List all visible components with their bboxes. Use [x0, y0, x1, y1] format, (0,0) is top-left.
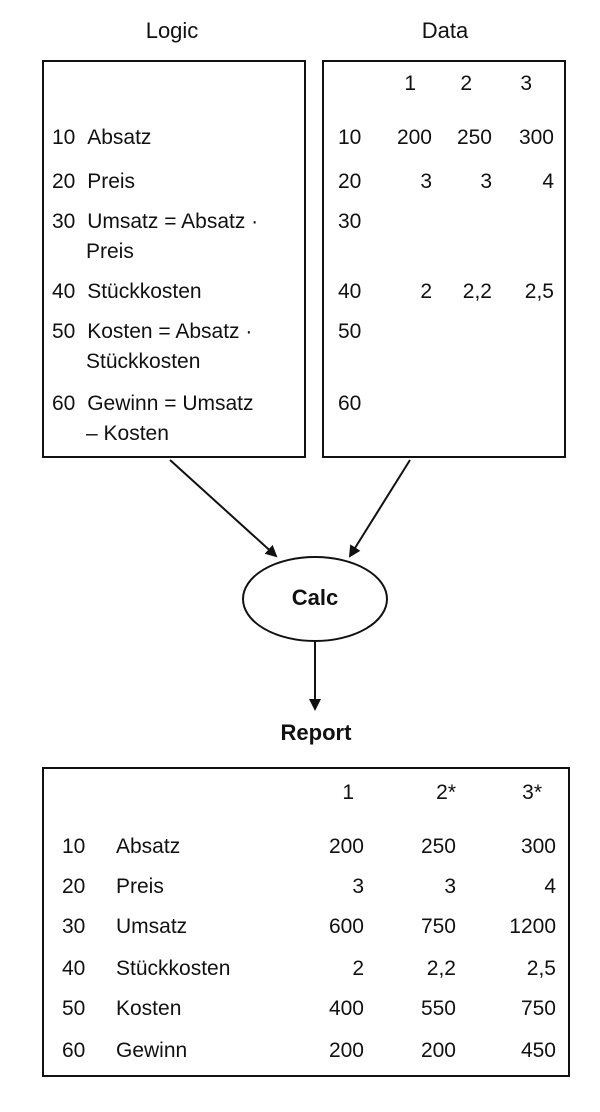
logic-text: Kosten = Absatz · [87, 320, 253, 343]
data-col-header: 2 [460, 72, 472, 95]
report-cell: 2 [352, 957, 364, 980]
logic-row-20: 20 Preis [52, 170, 135, 194]
logic-row-60: 60 Gewinn = Umsatz [52, 392, 254, 416]
data-box: 1 2 3 10 200 250 300 20 3 3 4 30 40 2 2,… [322, 60, 566, 458]
report-row-label: Kosten [116, 997, 182, 1020]
report-cell: 3 [444, 875, 456, 898]
report-row-label: Preis [116, 875, 164, 898]
data-row-num: 50 [338, 320, 362, 343]
data-title: Data [421, 18, 469, 43]
logic-num: 10 [52, 126, 76, 149]
logic-to-calc-arrow [169, 459, 278, 558]
report-cell: 3 [352, 875, 364, 898]
report-cell: 750 [520, 997, 556, 1020]
report-row-label: Absatz [116, 835, 181, 858]
report-row-num: 30 [62, 915, 86, 938]
logic-row-30: 30 Umsatz = Absatz · [52, 210, 258, 234]
report-cell: 400 [328, 997, 364, 1020]
report-cell: 550 [420, 997, 456, 1020]
data-cell: 2 [420, 280, 432, 303]
report-cell: 200 [328, 1039, 364, 1062]
logic-row-40: 40 Stückkosten [52, 280, 202, 304]
data-row-num: 40 [338, 280, 362, 303]
data-cell: 250 [456, 126, 492, 149]
report-cell: 750 [420, 915, 456, 938]
logic-text: Gewinn = Umsatz [87, 392, 254, 415]
logic-title: Logic [145, 18, 199, 43]
logic-num: 40 [52, 280, 76, 303]
data-cell: 4 [542, 170, 554, 193]
logic-text-continued: Preis [86, 240, 134, 263]
report-cell: 2,5 [526, 957, 556, 980]
data-row-num: 60 [338, 392, 362, 415]
report-row-label: Umsatz [116, 915, 188, 938]
report-row-num: 60 [62, 1039, 86, 1062]
data-cell: 3 [420, 170, 432, 193]
report-cell: 200 [328, 835, 364, 858]
flow-arrows [169, 459, 411, 711]
report-row-num: 10 [62, 835, 86, 858]
logic-row-10: 10 Absatz [52, 126, 151, 150]
report-box: 1 2* 3* 10 Absatz 200 250 300 20 Preis 3… [42, 767, 570, 1077]
logic-text-continued: – Kosten [86, 422, 169, 445]
logic-num: 50 [52, 320, 76, 343]
logic-text: Stückkosten [87, 280, 202, 303]
data-row-num: 30 [338, 210, 362, 233]
logic-box: 10 Absatz 20 Preis 30 Umsatz = Absatz · … [42, 60, 306, 458]
data-cell: 200 [396, 126, 432, 149]
logic-text: Preis [87, 170, 136, 193]
data-cell: 2,2 [462, 280, 492, 303]
report-cell: 1200 [509, 915, 556, 938]
report-row-label: Stückkosten [116, 957, 231, 980]
report-cell: 300 [520, 835, 556, 858]
logic-text-continued: Stückkosten [86, 350, 201, 373]
logic-num: 60 [52, 392, 76, 415]
report-col-header: 1 [342, 781, 354, 804]
data-col-header: 3 [520, 72, 532, 95]
logic-text: Absatz [87, 126, 152, 149]
data-cell: 300 [518, 126, 554, 149]
calc-node [242, 556, 388, 642]
report-row-num: 20 [62, 875, 86, 898]
report-col-header: 2* [436, 781, 456, 804]
data-to-calc-arrow [348, 459, 411, 558]
data-row-num: 20 [338, 170, 362, 193]
logic-text: Umsatz = Absatz · [87, 210, 259, 233]
report-cell: 4 [544, 875, 556, 898]
report-cell: 450 [520, 1039, 556, 1062]
report-cell: 600 [328, 915, 364, 938]
report-cell: 200 [420, 1039, 456, 1062]
report-row-label: Gewinn [116, 1039, 188, 1062]
report-col-header: 3* [522, 781, 542, 804]
logic-row-50: 50 Kosten = Absatz · [52, 320, 252, 344]
logic-num: 20 [52, 170, 76, 193]
report-cell: 250 [420, 835, 456, 858]
report-cell: 2,2 [426, 957, 456, 980]
data-row-num: 10 [338, 126, 362, 149]
report-title: Report [280, 720, 352, 745]
data-col-header: 1 [404, 72, 416, 95]
logic-num: 30 [52, 210, 76, 233]
data-cell: 3 [480, 170, 492, 193]
data-cell: 2,5 [524, 280, 554, 303]
calc-label: Calc [291, 585, 339, 610]
report-row-num: 50 [62, 997, 86, 1020]
report-row-num: 40 [62, 957, 86, 980]
